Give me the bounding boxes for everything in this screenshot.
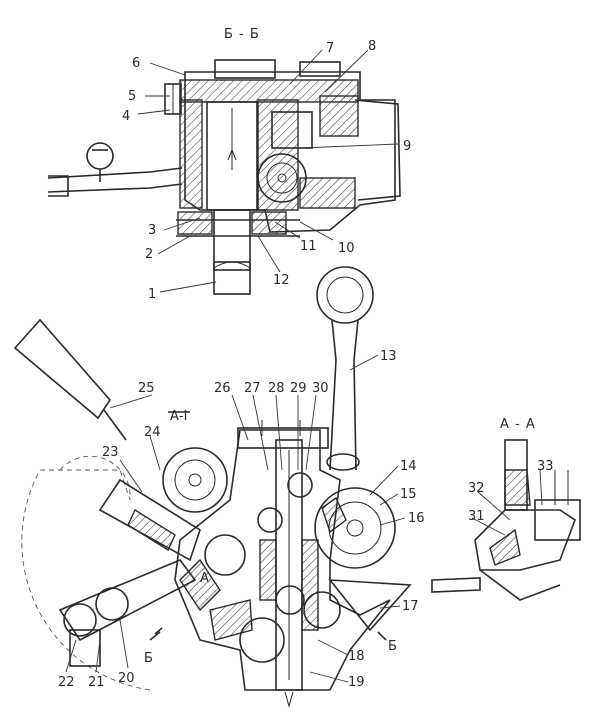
section-aa-title: А - А (500, 417, 536, 432)
label-31: 31 (468, 509, 485, 524)
label-33: 33 (537, 459, 554, 474)
label-21: 21 (88, 675, 105, 690)
label-19: 19 (348, 675, 365, 690)
label-5: 5 (128, 89, 136, 104)
label-25: 25 (138, 381, 155, 396)
label-14: 14 (400, 459, 417, 474)
label-15: 15 (400, 487, 417, 502)
label-23: 23 (102, 445, 119, 460)
label-32: 32 (468, 481, 485, 496)
label-8: 8 (368, 39, 376, 54)
label-cut-b-right: Б (388, 639, 397, 654)
label-9: 9 (403, 139, 411, 154)
section-aa-view: А - А (431, 417, 581, 601)
label-13: 13 (380, 349, 397, 364)
label-cut-a: А-I (170, 409, 187, 424)
label-7: 7 (326, 41, 334, 56)
label-10: 10 (338, 241, 355, 256)
label-28: 28 (268, 381, 285, 396)
label-16: 16 (408, 511, 425, 526)
label-2: 2 (145, 247, 153, 262)
label-27: 27 (244, 381, 261, 396)
label-26: 26 (214, 381, 231, 396)
label-12: 12 (273, 273, 290, 288)
section-bb-title: Б - Б (224, 27, 260, 42)
label-1: 1 (148, 287, 156, 302)
main-assembly-view (13, 266, 412, 708)
label-3: 3 (148, 223, 156, 238)
label-24: 24 (144, 425, 161, 440)
label-cut-b-left: Б (144, 651, 153, 666)
label-20: 20 (118, 671, 135, 686)
section-bb-view: Б - Б (47, 27, 401, 295)
label-30: 30 (312, 381, 329, 396)
label-cut-a-small: А (200, 571, 209, 586)
label-18: 18 (348, 649, 365, 664)
label-17: 17 (402, 599, 419, 614)
label-22: 22 (58, 675, 75, 690)
label-29: 29 (290, 381, 307, 396)
part-labels: 6 5 4 7 8 9 3 2 10 11 12 1 13 25 А-I 26 … (58, 39, 554, 690)
label-11: 11 (300, 239, 317, 254)
label-6: 6 (132, 56, 140, 71)
label-4: 4 (122, 109, 130, 124)
